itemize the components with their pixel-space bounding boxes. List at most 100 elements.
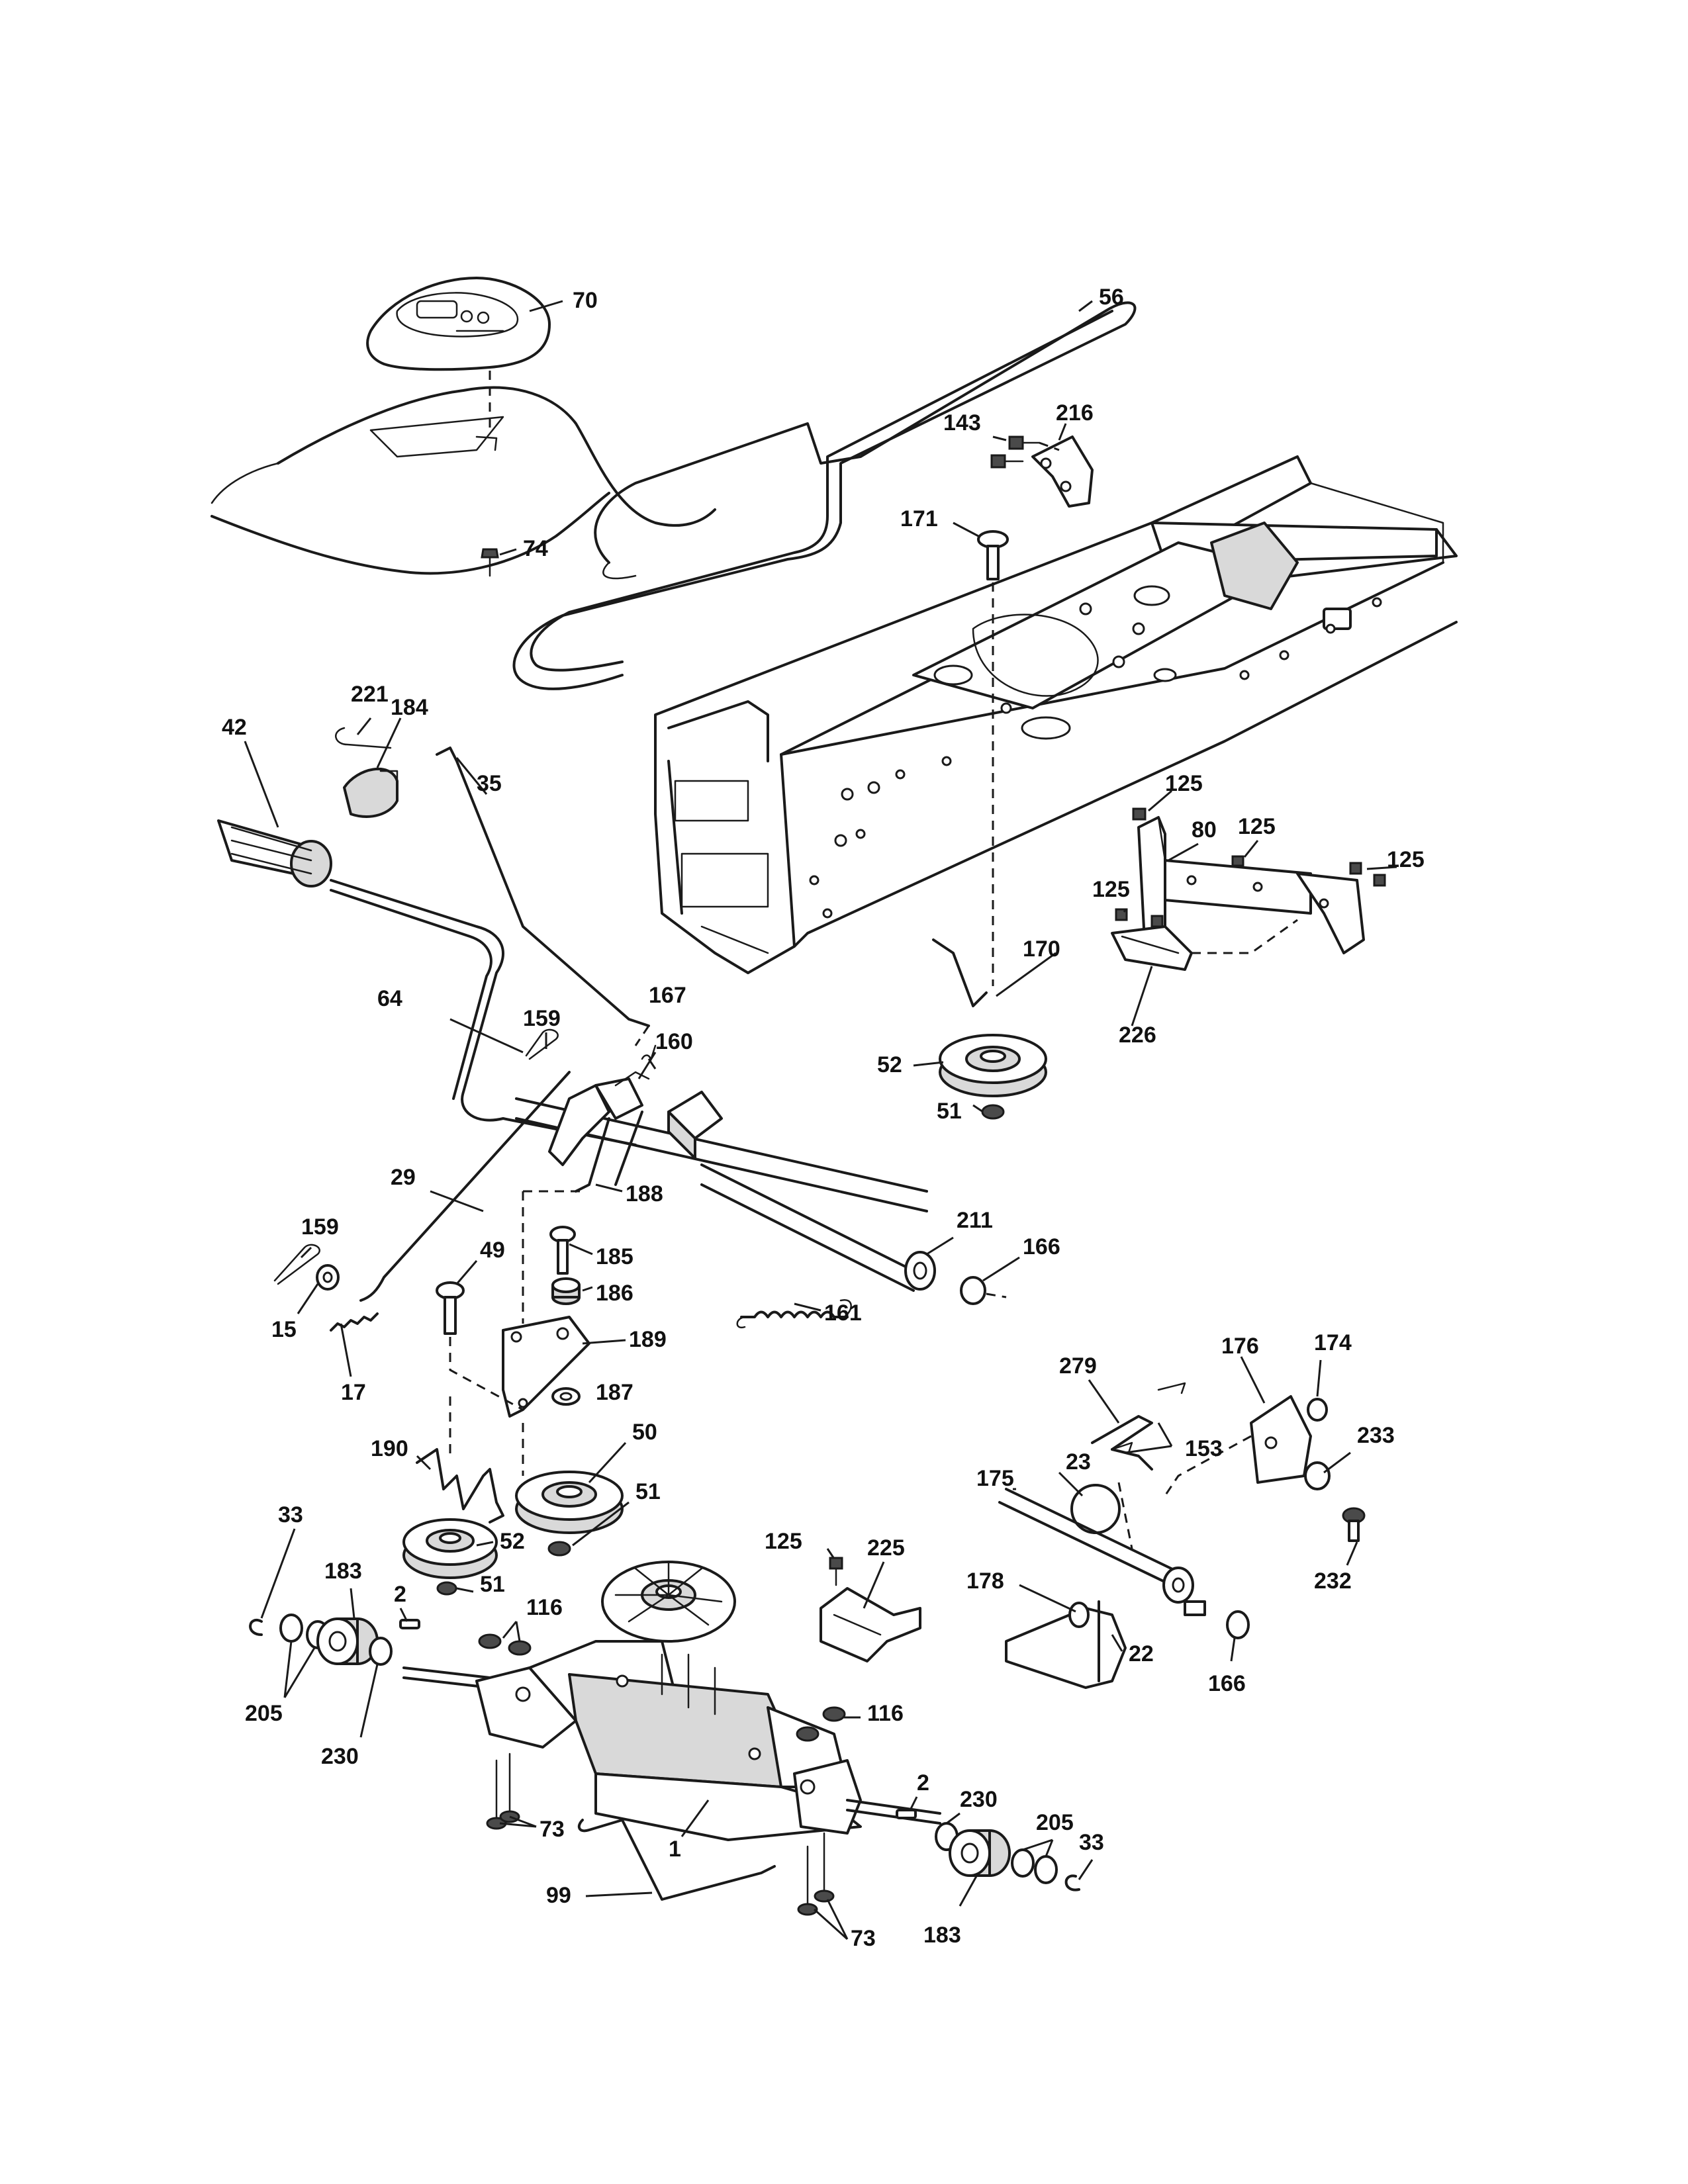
nuts-116a — [478, 1633, 532, 1656]
callout-33b: 33 — [1079, 1830, 1104, 1855]
callout-22: 22 — [1129, 1641, 1154, 1666]
bearing-183a — [316, 1617, 379, 1665]
washer-187 — [551, 1387, 581, 1406]
callout-159a: 159 — [523, 1006, 561, 1031]
bolt-232 — [1342, 1507, 1366, 1542]
callout-166b: 166 — [1208, 1671, 1246, 1696]
clip-33a — [249, 1619, 263, 1636]
callout-216: 216 — [1056, 400, 1094, 426]
clip-33b — [1064, 1874, 1080, 1891]
callout-183b: 183 — [923, 1923, 961, 1948]
callout-183a: 183 — [324, 1559, 362, 1584]
grip-42 — [217, 819, 332, 887]
bolts-143 — [990, 435, 1060, 469]
callout-211: 211 — [957, 1208, 993, 1233]
screw-74 — [481, 548, 499, 577]
callout-160: 160 — [655, 1029, 693, 1054]
washer-205b1 — [1011, 1848, 1035, 1878]
spring-161 — [736, 1298, 852, 1329]
key-2a — [399, 1619, 420, 1629]
callout-232: 232 — [1314, 1569, 1352, 1594]
callout-73b: 73 — [851, 1926, 876, 1951]
callout-125d: 125 — [1092, 877, 1130, 902]
callout-33a: 33 — [278, 1502, 303, 1527]
rod-279 — [1091, 1415, 1153, 1471]
bolt-125e — [829, 1557, 843, 1586]
idler-spring-170 — [932, 938, 988, 1007]
callout-70: 70 — [573, 288, 598, 313]
callout-143: 143 — [943, 410, 981, 435]
lift-arm-plate — [548, 1077, 643, 1166]
fender-body — [211, 386, 716, 575]
ring-166a — [960, 1276, 986, 1305]
callout-116a: 116 — [526, 1595, 563, 1620]
callout-51b: 51 — [635, 1479, 661, 1504]
washer-230a — [369, 1637, 393, 1666]
pulley-52b — [402, 1518, 498, 1579]
callout-170: 170 — [1023, 936, 1060, 962]
spring-17 — [330, 1312, 379, 1332]
washer-205b2 — [1034, 1855, 1058, 1884]
washer-233 — [1304, 1461, 1331, 1490]
dash-189c — [449, 1396, 524, 1476]
callout-175: 175 — [976, 1466, 1014, 1491]
callout-52a: 52 — [877, 1052, 902, 1077]
washer-174 — [1307, 1398, 1328, 1422]
callout-1: 1 — [669, 1837, 681, 1862]
arm-22 — [1005, 1600, 1127, 1689]
hub-178 — [1068, 1567, 1206, 1628]
dash-189b — [522, 1190, 583, 1324]
lever-link-167 — [614, 1071, 650, 1087]
callout-171: 171 — [900, 506, 938, 531]
callout-186: 186 — [596, 1281, 633, 1306]
pin-221 — [335, 727, 392, 749]
callout-279: 279 — [1059, 1353, 1097, 1379]
spring-190 — [416, 1448, 504, 1524]
bracket-225 — [820, 1587, 921, 1662]
transaxle-1 — [402, 1561, 941, 1841]
pulley-50 — [515, 1471, 624, 1534]
shaft-175 — [998, 1488, 1186, 1590]
clips-153 — [1111, 1382, 1186, 1454]
callout-174: 174 — [1314, 1330, 1352, 1355]
knob-184 — [343, 768, 399, 818]
callout-230b: 230 — [960, 1787, 998, 1812]
drive-belt-56 — [512, 301, 1137, 690]
callout-51c: 51 — [480, 1572, 505, 1597]
ring-166b — [1226, 1610, 1250, 1639]
callout-188: 188 — [626, 1181, 663, 1206]
callout-15: 15 — [271, 1317, 297, 1342]
callout-167: 167 — [649, 983, 686, 1008]
callout-125a: 125 — [1165, 771, 1203, 796]
cotter-159a — [525, 1028, 559, 1060]
cotter-159b — [273, 1244, 320, 1285]
callout-184: 184 — [391, 695, 428, 720]
bolts-73b — [797, 1832, 835, 1916]
callout-49: 49 — [480, 1238, 505, 1263]
bracket-pedal — [667, 1091, 723, 1160]
callout-35: 35 — [477, 771, 502, 796]
callout-64: 64 — [377, 986, 402, 1011]
bolt-171 — [977, 530, 1009, 580]
bracket-176 — [1250, 1395, 1312, 1484]
callout-2b: 2 — [917, 1770, 929, 1796]
dash-panel-70 — [366, 277, 551, 371]
callout-187: 187 — [596, 1380, 633, 1405]
dash-23 — [1117, 1482, 1133, 1549]
bracket-216 — [1031, 435, 1094, 508]
key-2b — [896, 1809, 917, 1819]
bearing-183b — [949, 1829, 1011, 1877]
bracket-226 — [1111, 925, 1193, 971]
callout-190: 190 — [371, 1436, 408, 1461]
callout-161: 161 — [824, 1300, 862, 1326]
callout-23: 23 — [1066, 1449, 1091, 1475]
dash-35 — [634, 1025, 650, 1046]
idler-pulley-52a — [939, 1034, 1047, 1097]
callout-74: 74 — [523, 536, 548, 561]
callout-29: 29 — [391, 1165, 416, 1190]
callout-159b: 159 — [301, 1214, 339, 1240]
bolt-49 — [436, 1281, 465, 1335]
callout-50: 50 — [632, 1420, 657, 1445]
callout-2a: 2 — [394, 1582, 406, 1607]
